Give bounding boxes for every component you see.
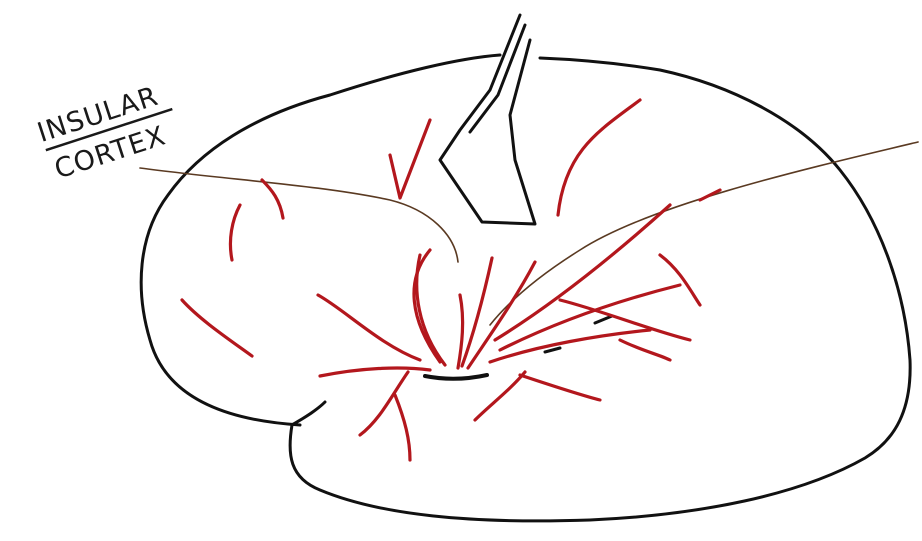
right-pointer-line (490, 142, 918, 325)
retractor-inner-edge (470, 25, 525, 132)
vessel-right-7 (620, 340, 670, 360)
vessel-lower-left (320, 368, 430, 376)
retractor (440, 15, 535, 224)
vessel-lower-left-3 (395, 395, 410, 460)
vessel-left-4 (318, 295, 420, 360)
vessel-right-3 (495, 205, 670, 340)
vessel-center-4 (462, 258, 492, 366)
vessel-upper-right-arc (558, 100, 640, 215)
vessel-left-3 (182, 300, 252, 356)
dash-mark-2 (545, 348, 560, 352)
sylvian-opening (425, 375, 487, 379)
vessel-lower-left-2 (360, 372, 408, 435)
vessel-right-8 (700, 190, 720, 200)
vessel-right-5 (520, 375, 600, 400)
vessel-right-1 (490, 330, 650, 362)
vessel-center-3 (458, 295, 463, 368)
dash-mark-1 (595, 316, 612, 323)
brain-outline (141, 55, 910, 521)
vessel-left-1 (230, 205, 240, 260)
vessel-right-6 (660, 255, 700, 305)
vessel-lower-mid (475, 372, 525, 420)
vessel-left-2 (262, 180, 283, 218)
label-pointer-line (140, 168, 458, 262)
vessel-network (182, 100, 720, 460)
vessel-upper-left-v (390, 120, 430, 198)
